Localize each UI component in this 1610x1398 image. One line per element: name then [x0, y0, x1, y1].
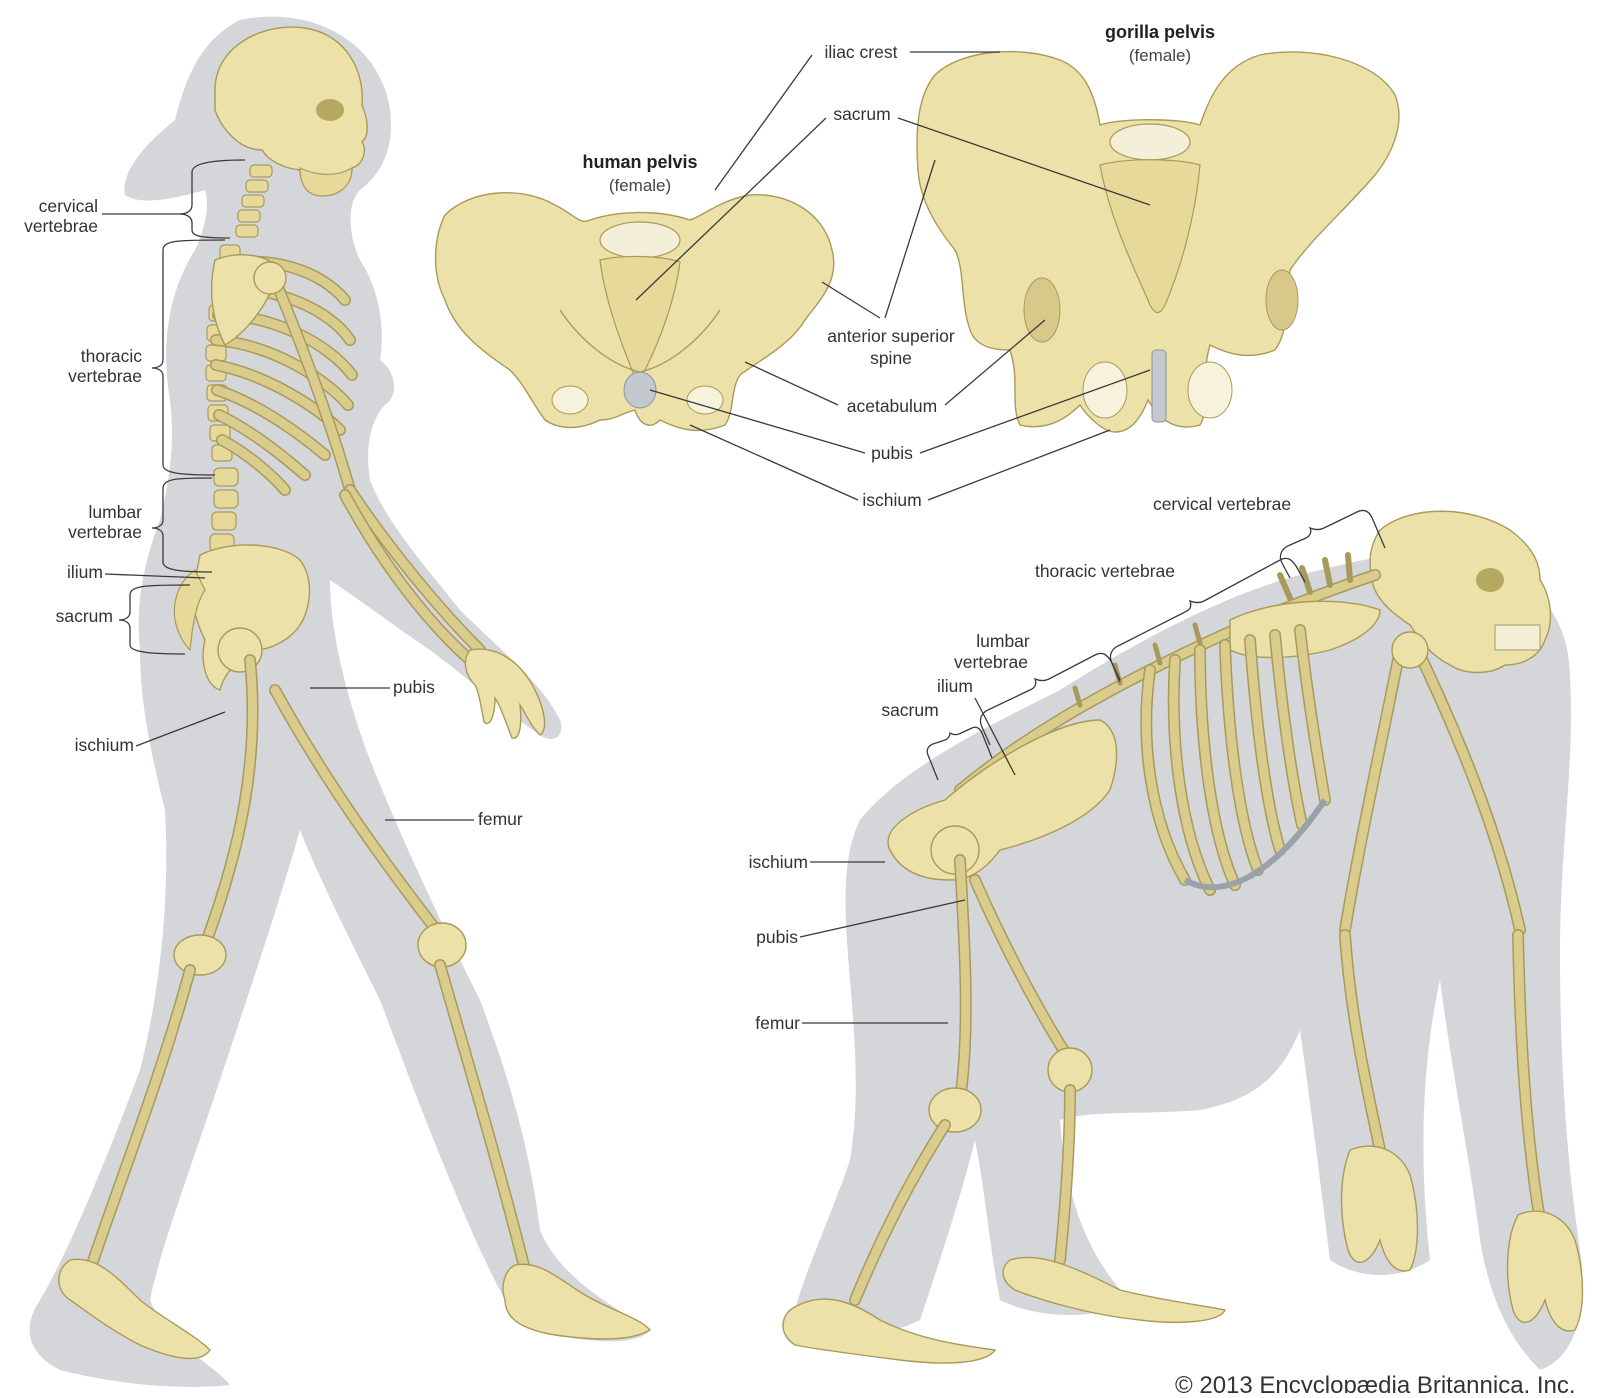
- label-gorilla-lumbar-2: vertebrae: [954, 652, 1028, 672]
- label-anterior-superior-2: spine: [870, 348, 912, 368]
- label-pelvis-sacrum: sacrum: [833, 104, 890, 124]
- human-shoulder-joint: [254, 262, 286, 294]
- label-acetabulum: acetabulum: [847, 396, 937, 416]
- label-human-thoracic-2: vertebrae: [68, 366, 142, 386]
- gorilla-shoulder-joint: [1392, 632, 1428, 668]
- gorilla-pelvis-title: gorilla pelvis: [1105, 22, 1215, 42]
- gorilla-eye-socket: [1476, 568, 1504, 592]
- label-pelvis-ischium: ischium: [862, 490, 921, 510]
- gorilla-teeth: [1495, 625, 1540, 650]
- label-gorilla-ilium: ilium: [937, 676, 973, 696]
- label-human-cervical-1: cervical: [39, 196, 98, 216]
- label-pelvis-pubis: pubis: [871, 443, 913, 463]
- gorilla-body-silhouette: [790, 553, 1583, 1370]
- human-pelvis-front: [436, 193, 834, 431]
- label-gorilla-ischium: ischium: [749, 852, 808, 872]
- label-gorilla-cervical: cervical vertebrae: [1153, 494, 1291, 514]
- label-human-ischium: ischium: [75, 735, 134, 755]
- human-hand: [465, 649, 544, 738]
- label-human-lumbar-2: vertebrae: [68, 522, 142, 542]
- human-pelvis-vertebra-top: [600, 222, 680, 258]
- gorilla-knee-rear: [929, 1088, 981, 1132]
- human-eye-socket: [316, 99, 344, 121]
- gorilla-pubic-symphysis: [1152, 350, 1166, 422]
- gorilla-pelvis-subtitle: (female): [1129, 46, 1191, 65]
- gorilla-foot-front: [1003, 1257, 1225, 1322]
- label-human-cervical-2: vertebrae: [24, 216, 98, 236]
- label-anterior-superior-1: anterior superior: [827, 326, 955, 346]
- human-pelvis-title: human pelvis: [582, 152, 697, 172]
- label-human-lumbar-1: lumbar: [89, 502, 143, 522]
- gorilla-pelvis-front: [917, 52, 1399, 432]
- label-human-femur: femur: [478, 809, 523, 829]
- gorilla-pelvis-vertebra-top: [1110, 124, 1190, 160]
- label-gorilla-pubis: pubis: [756, 927, 798, 947]
- label-human-ilium: ilium: [67, 562, 103, 582]
- label-gorilla-sacrum: sacrum: [881, 700, 938, 720]
- human-knee-rear: [174, 935, 226, 975]
- human-foot-front: [503, 1264, 650, 1339]
- label-iliac-crest: iliac crest: [825, 42, 898, 62]
- label-human-thoracic-1: thoracic: [81, 346, 143, 366]
- label-human-pubis: pubis: [393, 677, 435, 697]
- human-pelvis-subtitle: (female): [609, 176, 671, 195]
- copyright-text: © 2013 Encyclopædia Britannica, Inc.: [1175, 1372, 1576, 1393]
- label-human-sacrum: sacrum: [56, 606, 113, 626]
- label-gorilla-thoracic: thoracic vertebrae: [1035, 561, 1175, 581]
- label-gorilla-femur: femur: [755, 1013, 800, 1033]
- label-gorilla-lumbar-1: lumbar: [976, 631, 1030, 651]
